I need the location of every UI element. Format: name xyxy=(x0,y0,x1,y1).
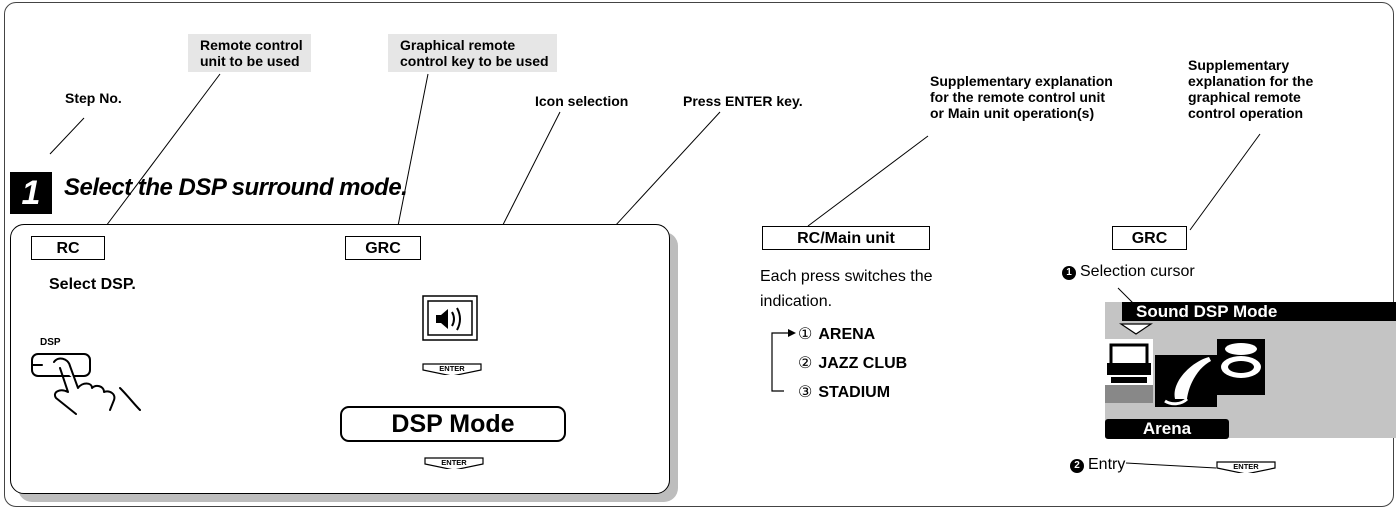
jazz-club-icon xyxy=(1155,355,1217,407)
cursor-index-badge: 1 xyxy=(1062,266,1076,280)
callout-remote-control-unit: Remote control unit to be used xyxy=(188,34,311,72)
instruction-panel xyxy=(10,224,670,494)
selection-cursor-label: Selection cursor xyxy=(1080,263,1195,280)
rc-main-unit-tag: RC/Main unit xyxy=(762,226,930,250)
dsp-mode-icons xyxy=(1105,323,1265,407)
step-title: Select the DSP surround mode. xyxy=(64,174,408,201)
arena-icon xyxy=(1105,339,1153,403)
dsp-key-label: DSP xyxy=(40,337,61,348)
callout-supplementary-grc: Supplementary explanation for the graphi… xyxy=(1188,57,1314,121)
selected-mode-label: Arena xyxy=(1105,419,1229,439)
callout-graphical-key: Graphical remote control key to be used xyxy=(388,34,557,72)
rc-tag: RC xyxy=(31,236,105,260)
step-number: 1 xyxy=(10,172,52,214)
grc-tag: GRC xyxy=(345,236,421,260)
enter-key-text: ENTER xyxy=(439,364,465,373)
instruction-text: Select DSP. xyxy=(49,276,136,293)
entry-enter-key-icon: ENTER xyxy=(1216,461,1276,473)
dsp-key-hand-icon xyxy=(31,353,141,415)
enter-key-text: ENTER xyxy=(1233,462,1259,471)
callout-icon-selection: Icon selection xyxy=(535,93,629,109)
callout-supplementary-rc: Supplementary explanation for the remote… xyxy=(930,73,1113,121)
page-frame xyxy=(4,2,1394,507)
enter-key-text: ENTER xyxy=(441,458,467,467)
entry-index-badge: 2 xyxy=(1070,459,1084,473)
enter-key-icon: ENTER xyxy=(422,363,482,375)
callout-step-no: Step No. xyxy=(65,90,122,106)
selection-cursor-icon xyxy=(1119,323,1153,335)
grc-screen-title: Sound DSP Mode xyxy=(1122,302,1396,321)
stadium-icon xyxy=(1217,339,1265,395)
callout-press-enter: Press ENTER key. xyxy=(683,93,803,109)
rc-main-description: Each press switches the xyxy=(760,268,933,285)
rc-main-description-2: indication. xyxy=(760,293,833,310)
dsp-mode-button: DSP Mode xyxy=(340,406,566,442)
entry-label: Entry xyxy=(1088,456,1126,473)
enter-key-icon: ENTER xyxy=(424,457,484,469)
speaker-icon xyxy=(422,295,478,341)
grc-tag-right: GRC xyxy=(1112,226,1187,250)
